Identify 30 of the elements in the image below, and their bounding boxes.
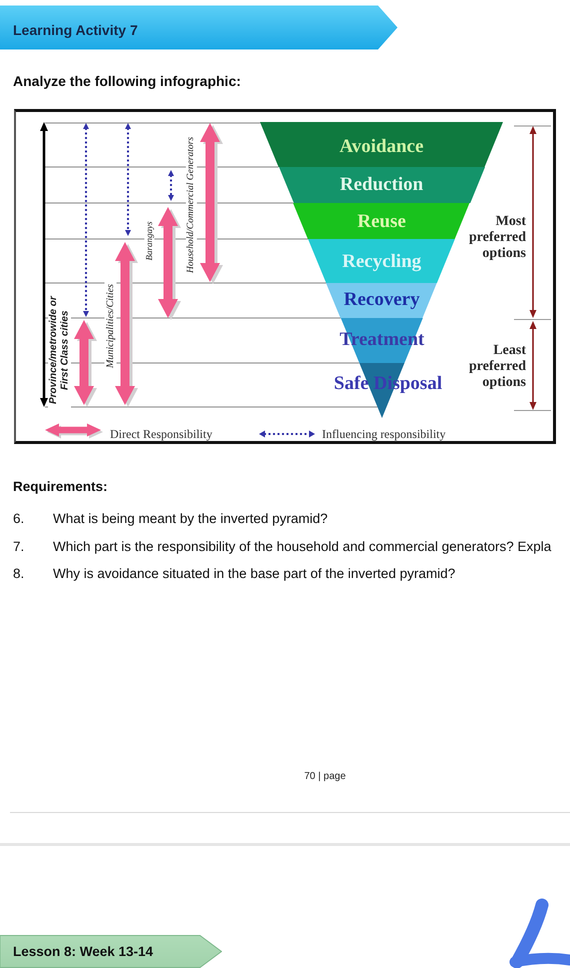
- preference-label: Least preferred options: [468, 343, 526, 391]
- band-label: Reuse: [357, 212, 406, 232]
- banner-title: Lesson 8: Week 13-14: [13, 944, 154, 961]
- banner: [0, 935, 222, 968]
- instruction-text: Analyze the following infographic:: [13, 73, 241, 90]
- preference-label: Most preferred options: [468, 214, 526, 262]
- list-number: 6.: [13, 511, 24, 527]
- pyramid-band: [260, 122, 503, 167]
- rotated-label: Barangays: [144, 220, 154, 262]
- section-heading: Requirements:: [13, 478, 108, 495]
- question-text: Which part is the responsibility of the household and commercial generators? Expla: [53, 539, 552, 555]
- pyramid-band: [308, 239, 456, 283]
- legend-label: Direct Responsibility: [110, 427, 212, 441]
- list-number: 8.: [13, 566, 24, 582]
- question-text: Why is avoidance situated in the base part of the inverted pyramid?: [53, 566, 456, 582]
- banner: [0, 5, 398, 50]
- banner-title: Learning Activity 7: [13, 22, 138, 39]
- rotated-label: Municipalities/Cities: [105, 282, 116, 370]
- pyramid-band: [293, 203, 470, 239]
- band-label: Recycling: [342, 252, 422, 272]
- rotated-label: Household/Commercial Generators: [186, 134, 197, 276]
- band-label: Recovery: [344, 290, 420, 311]
- list-number: 7.: [13, 539, 24, 555]
- band-label: Avoidance: [339, 137, 424, 158]
- band-label: Reduction: [340, 174, 424, 196]
- legend-label: Influencing responsibility: [322, 427, 446, 441]
- question-text: What is being meant by the inverted pyramid?: [53, 511, 328, 527]
- page-number: 70 | page: [304, 771, 346, 783]
- pyramid-band: [278, 167, 485, 203]
- pyramid-band: [326, 283, 438, 318]
